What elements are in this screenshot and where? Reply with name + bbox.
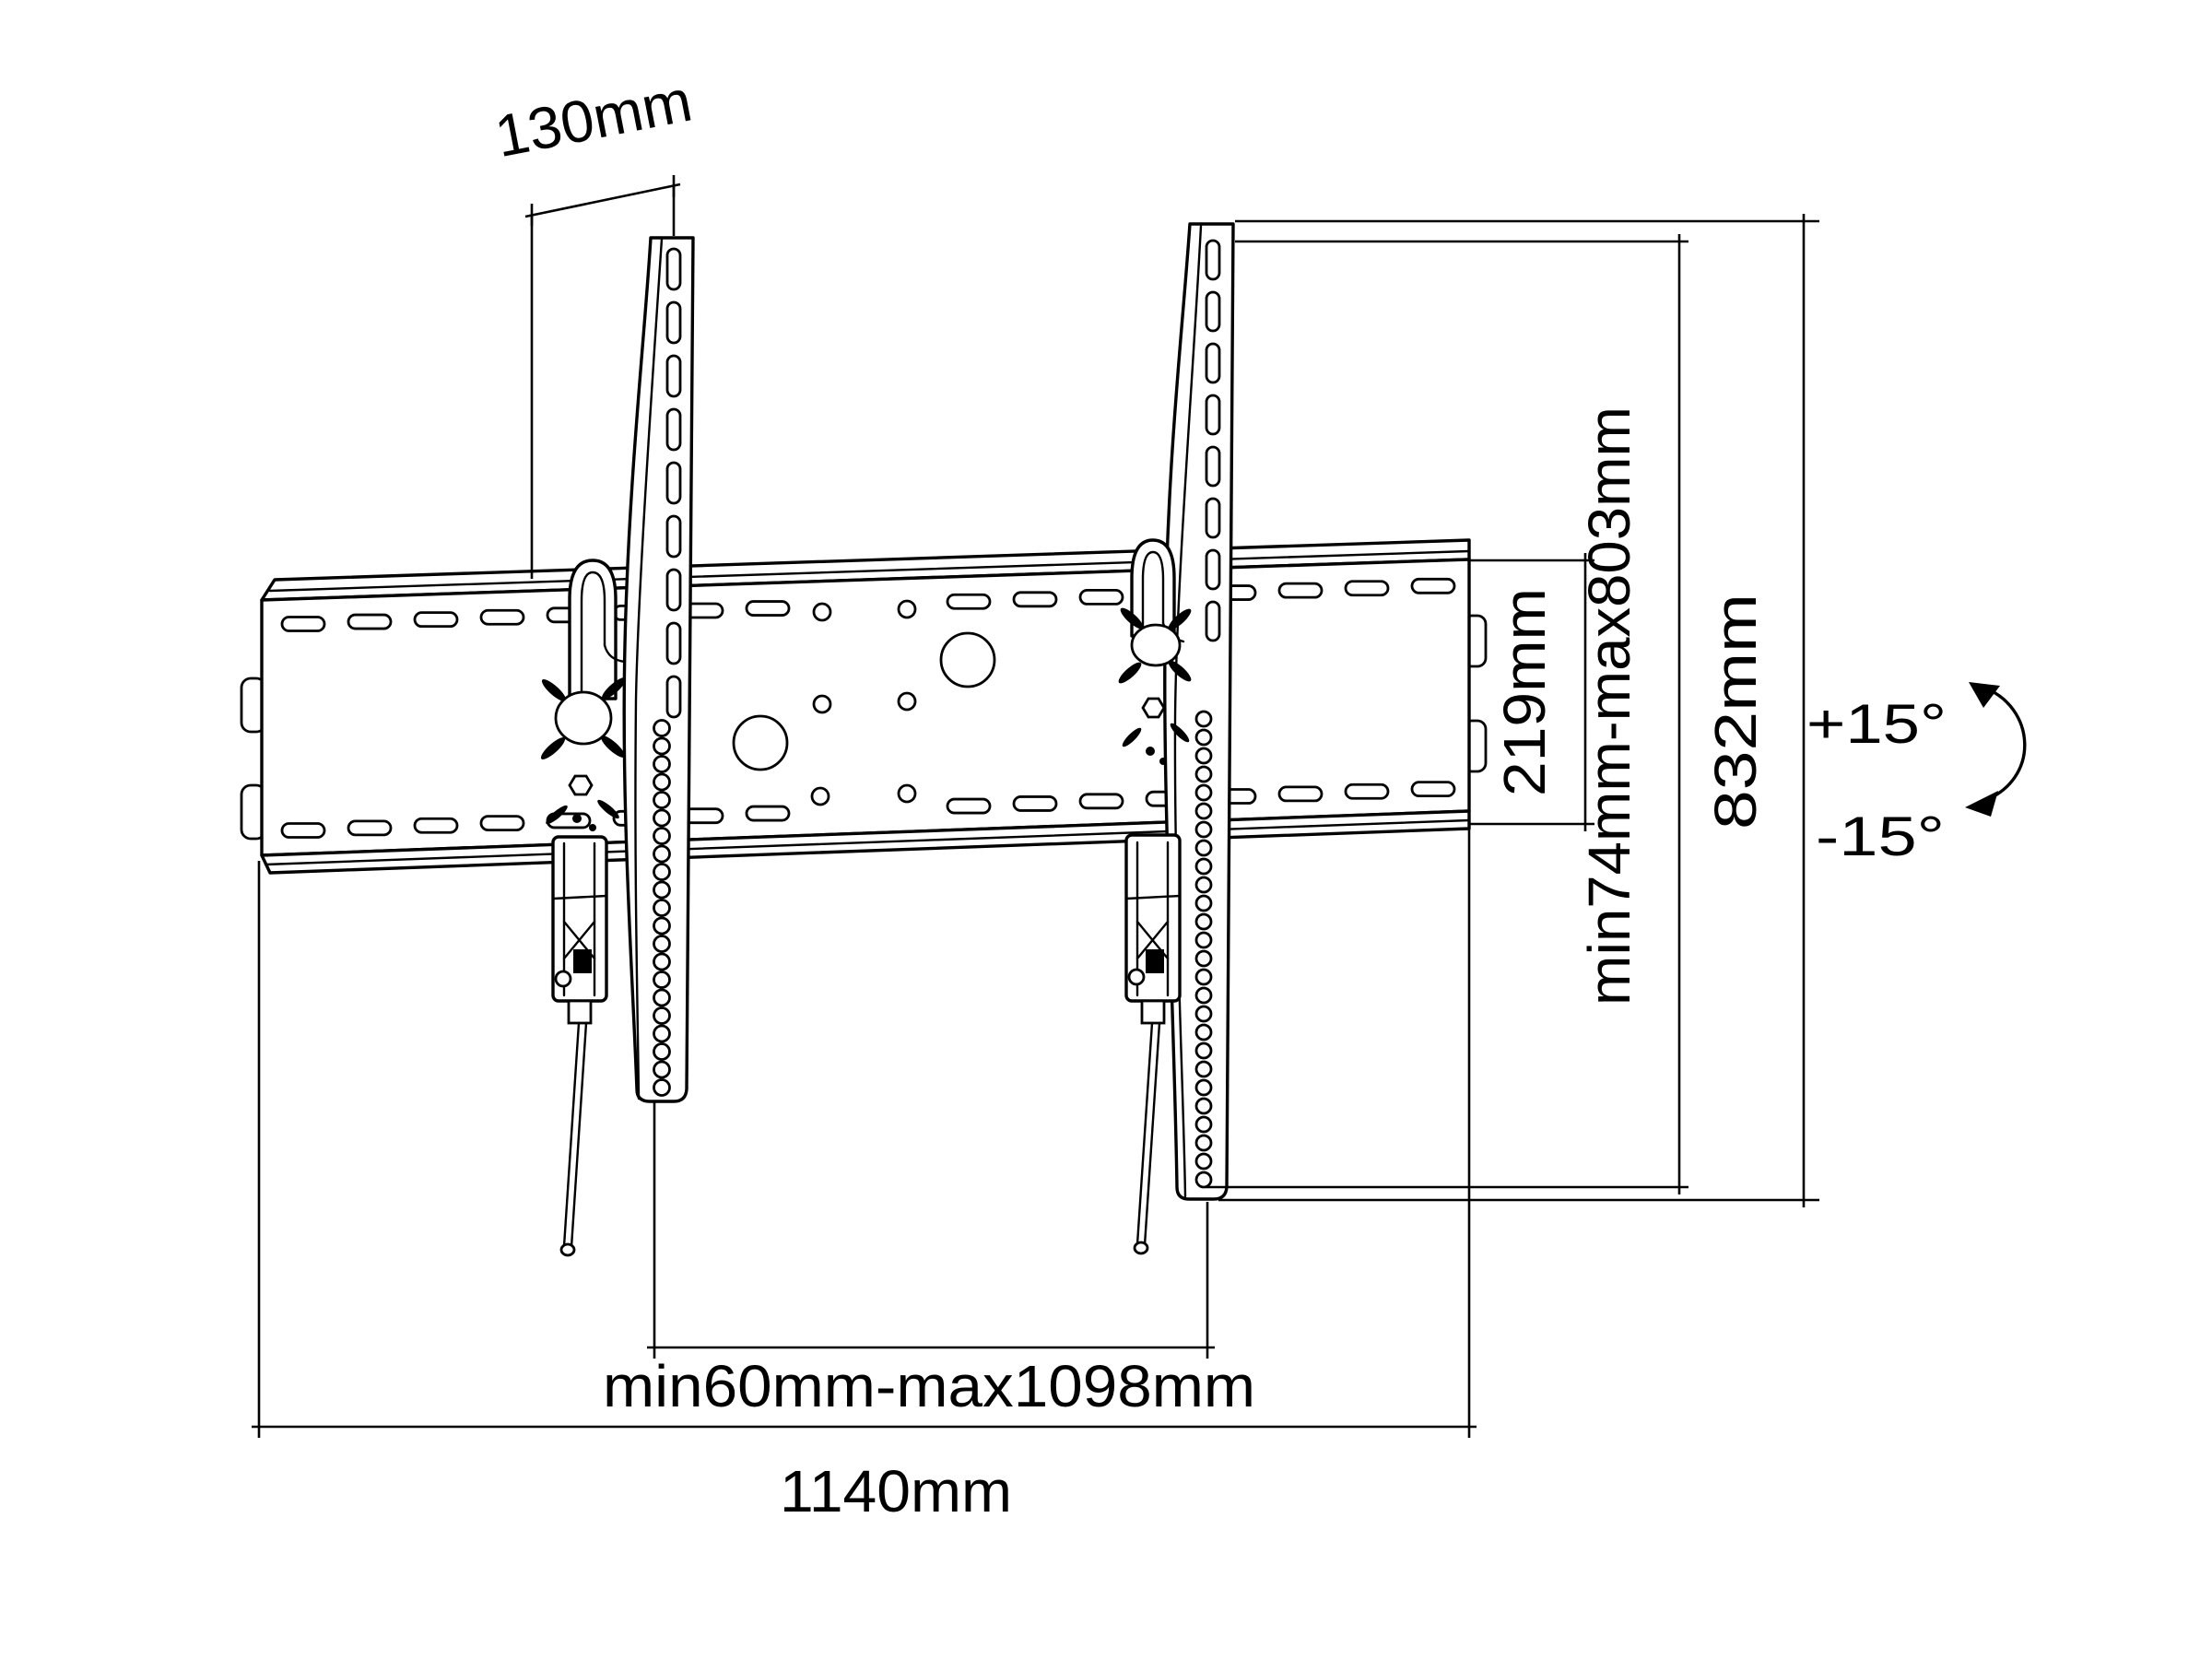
left-pin [572,814,582,823]
left-clamp-latch [573,949,592,973]
left-hook-assembly [540,559,627,1257]
right-hook-assembly [1118,538,1192,1255]
right-tv-rail [1163,222,1235,1201]
left-rod-collar [567,999,593,1025]
left-hook [568,559,618,700]
left-rail-fold-line [634,237,664,1100]
left-rail-holes [653,247,682,1097]
left-lever-arm [597,799,619,819]
label-130mm: 130mm [489,67,697,171]
left-lever-arm [541,679,567,701]
wall-plate [240,538,1488,875]
right-lever-arm [1170,723,1190,743]
left-hex-nut [568,774,594,796]
dim-130-line [524,182,681,218]
right-lever-arm [1120,607,1144,629]
left-lever-arm [546,805,568,825]
left-hook-curl [603,643,627,664]
right-rail-fold-line [1173,224,1203,1198]
right-clamp-brace [1135,920,1170,960]
right-lever-arm [1122,727,1142,747]
tilt-arc-arrow-icon [1965,682,2027,817]
tilt-arrowhead-down [1965,791,1998,817]
left-wing-knob [554,690,613,746]
left-clamp-screw [554,970,572,988]
right-rail-holes [1194,239,1221,1189]
right-pull-rod [1135,1021,1154,1246]
right-clamp-line [1124,894,1182,900]
left-pin [589,824,596,831]
right-lever-arm [1118,662,1142,684]
left-lever-arm [540,737,566,759]
tilt-arc [1981,686,2027,804]
left-pull-rod [570,1021,588,1249]
left-rail-outline [622,236,695,1103]
right-lever-arm [1168,660,1192,682]
right-rod-collar [1140,999,1166,1025]
label-tilt-down: -15° [1816,806,1945,867]
right-rod-tip [1133,1241,1149,1255]
plate-bottom-flange-line [264,818,1471,866]
right-lever-arm [1168,608,1192,630]
label-1140mm: 1140mm [780,1458,1012,1524]
right-pin [1146,747,1155,756]
right-hook-inner [1141,550,1165,636]
label-832mm: 832mm [1702,594,1769,830]
tilt-arrowhead-up [1969,682,2000,708]
right-pin [1159,758,1167,765]
right-clamp-latch [1146,949,1164,973]
plate-top-flange-line [268,549,1471,593]
left-rod-tip [559,1242,576,1257]
left-clamp-brace [562,920,596,960]
right-wing-knob [1130,623,1182,667]
left-lever-arm [601,677,627,700]
plate-body [260,558,1471,857]
left-clamp-line [551,894,608,900]
left-pull-rod [562,1021,581,1248]
left-lever-arm [600,735,626,758]
label-219mm: 219mm [1491,588,1558,796]
left-tv-rail [622,236,695,1103]
right-clamp-screw [1127,968,1146,986]
label-height-range: min74mm-max803mm [1576,406,1642,1006]
dimension-lines [252,175,1819,1438]
right-hex-nut [1141,697,1166,719]
label-tilt-up: +15° [1806,693,1947,755]
label-width-range: min60mm-max1098mm [603,1353,1255,1419]
right-pull-rod [1143,1021,1161,1247]
left-hook-inner [580,571,606,699]
plate-mounting-holes [280,577,1456,839]
